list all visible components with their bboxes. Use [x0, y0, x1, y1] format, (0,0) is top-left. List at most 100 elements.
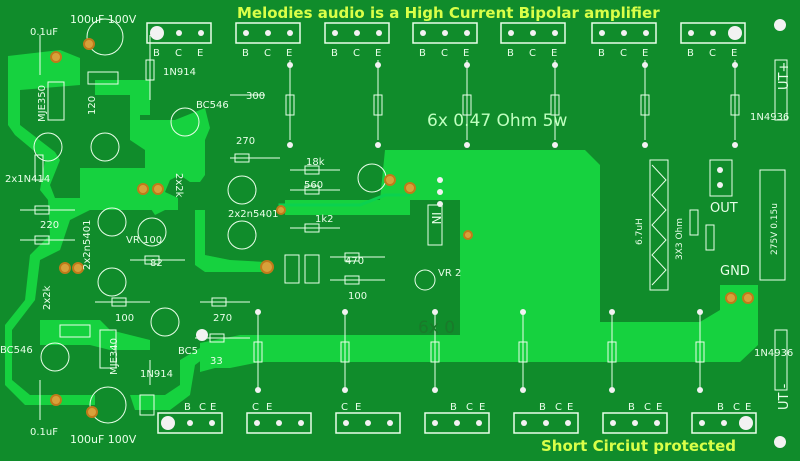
svg-text:1N914: 1N914 [140, 369, 173, 380]
svg-text:UT+: UT+ [777, 62, 792, 90]
svg-text:BC546: BC546 [0, 345, 33, 356]
svg-text:BC5: BC5 [178, 346, 198, 357]
svg-text:2x2k: 2x2k [173, 173, 184, 198]
header-q6-outline [591, 22, 657, 44]
svg-text:B: B [242, 48, 249, 59]
svg-text:C: C [620, 48, 627, 59]
svg-text:3X3 Ohm: 3X3 Ohm [675, 218, 685, 260]
svg-text:1k2: 1k2 [315, 214, 334, 225]
svg-text:E: E [266, 402, 272, 413]
output-copper-pour [200, 150, 758, 372]
svg-text:B: B [539, 402, 546, 413]
left-components [20, 18, 788, 424]
svg-text:120: 120 [87, 96, 98, 115]
svg-text:33: 33 [210, 356, 223, 367]
emitter-resistors [253, 60, 740, 390]
svg-text:C: C [644, 402, 651, 413]
pad-dots [255, 62, 738, 393]
header-q4-outline [412, 22, 478, 44]
header-q1-pad-c [176, 30, 182, 36]
svg-text:E: E [745, 402, 751, 413]
svg-text:C: C [199, 402, 206, 413]
svg-text:E: E [197, 48, 203, 59]
svg-text:1N4936: 1N4936 [750, 112, 789, 123]
svg-text:E: E [286, 48, 292, 59]
svg-text:6x 0.47 Ohm 5w: 6x 0.47 Ohm 5w [427, 111, 567, 131]
left-copper-pour [5, 50, 178, 405]
svg-text:E: E [463, 48, 469, 59]
svg-text:C: C [353, 48, 360, 59]
svg-text:OUT: OUT [710, 201, 738, 216]
svg-text:C: C [529, 48, 536, 59]
svg-text:18k: 18k [306, 157, 325, 168]
svg-text:UT -: UT - [777, 383, 792, 410]
svg-text:1N4936: 1N4936 [754, 348, 793, 359]
svg-text:270: 270 [213, 313, 232, 324]
svg-text:B: B [419, 48, 426, 59]
header-q5-outline [500, 22, 566, 44]
svg-text:E: E [210, 402, 216, 413]
svg-text:E: E [567, 402, 573, 413]
svg-text:C: C [252, 402, 259, 413]
bottom-left-copper [40, 320, 150, 350]
svg-text:B: B [507, 48, 514, 59]
header-q1-pad-e [198, 30, 204, 36]
svg-text:E: E [479, 402, 485, 413]
svg-text:MJE350: MJE350 [37, 85, 48, 122]
svg-text:B: B [450, 402, 457, 413]
svg-text:1N914: 1N914 [163, 67, 196, 78]
svg-text:E: E [642, 48, 648, 59]
bottom-transistor-headers: B C E C E C E B C E B C E B C E B C E [157, 402, 757, 434]
header-q2-outline [235, 22, 301, 44]
upper-left-copper [95, 80, 210, 215]
svg-text:VR 100: VR 100 [126, 235, 162, 246]
svg-text:VR 2: VR 2 [438, 268, 461, 279]
svg-text:275V 0.15u: 275V 0.15u [770, 203, 780, 255]
svg-text:E: E [375, 48, 381, 59]
svg-text:B: B [331, 48, 338, 59]
svg-text:C: C [555, 402, 562, 413]
svg-text:E: E [656, 402, 662, 413]
svg-text:6.7uH: 6.7uH [635, 218, 645, 245]
svg-text:B: B [717, 402, 724, 413]
svg-text:C: C [341, 402, 348, 413]
bottom-bridge-copper [130, 345, 215, 410]
svg-text:0.1uF: 0.1uF [30, 427, 58, 438]
svg-text:B: B [687, 48, 694, 59]
header-q3-outline [324, 22, 390, 44]
svg-text:2x2k: 2x2k [42, 285, 53, 310]
header-q7-outline [680, 22, 746, 44]
svg-text:C: C [466, 402, 473, 413]
header-q1-outline [146, 22, 212, 44]
svg-text:MJE340: MJE340 [109, 338, 120, 375]
svg-text:470: 470 [345, 256, 364, 267]
svg-text:BC546: BC546 [196, 100, 229, 111]
svg-text:C: C [264, 48, 271, 59]
svg-text:C: C [709, 48, 716, 59]
white-pads [196, 19, 786, 448]
svg-text:B: B [598, 48, 605, 59]
svg-text:0.1uF: 0.1uF [30, 27, 58, 38]
svg-text:E: E [731, 48, 737, 59]
svg-text:B: B [153, 48, 160, 59]
svg-text:2x2n5401: 2x2n5401 [228, 209, 278, 220]
header-q1-pad-b [150, 26, 164, 40]
vbias-copper [195, 210, 265, 272]
svg-text:560: 560 [304, 180, 323, 191]
svg-text:100uF 100V: 100uF 100V [70, 433, 137, 446]
svg-text:100uF 100V: 100uF 100V [70, 13, 137, 26]
svg-text:C: C [441, 48, 448, 59]
svg-text:GND: GND [720, 264, 750, 279]
svg-text:100: 100 [115, 313, 134, 324]
svg-text:E: E [355, 402, 361, 413]
svg-text:100: 100 [348, 291, 367, 302]
board-title: Melodies audio is a High Current Bipolar… [237, 4, 660, 22]
svg-text:6x 0: 6x 0 [418, 318, 455, 338]
wire-pads [50, 38, 754, 418]
svg-text:300: 300 [246, 91, 265, 102]
top-transistor-headers: B C E B C E B C E B C E B C E B C E B C … [146, 22, 746, 59]
svg-text:270: 270 [236, 136, 255, 147]
svg-text:2x1N414: 2x1N414 [5, 174, 50, 185]
svg-text:2x2n5401: 2x2n5401 [82, 220, 93, 270]
